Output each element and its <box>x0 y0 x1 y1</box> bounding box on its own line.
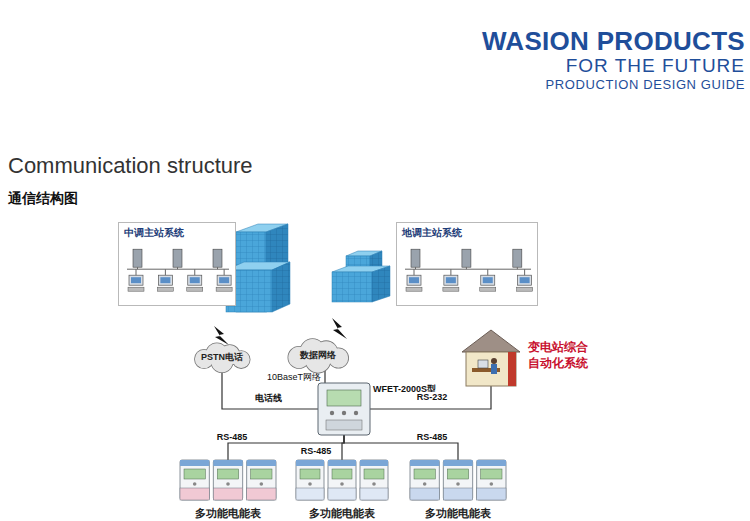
brand-subheading: FOR THE FUTURE <box>566 55 745 77</box>
master-station-panel: 中调主站系统 <box>118 222 236 306</box>
meters-art <box>410 460 506 500</box>
network-cloud: PSTN电话 <box>190 344 254 370</box>
substation-house: 变电站综合自动化系统 <box>458 328 524 386</box>
meters-art <box>180 460 276 500</box>
terminal-device: WFET-2000S型 <box>318 383 370 435</box>
node-text: 多功能电能表 <box>160 506 296 521</box>
network-cloud: 数据网络 <box>284 340 352 370</box>
device-art <box>318 383 370 435</box>
brand-heading: WASION PRODUCTS <box>482 26 745 57</box>
connector-label: RS-485 <box>215 432 250 442</box>
node-text: 中调主站系统 <box>124 226 184 240</box>
connector-label: RS-232 <box>415 392 450 402</box>
meter-group: 多功能电能表 <box>296 460 388 500</box>
connector-label: RS-485 <box>415 432 450 442</box>
house-art <box>458 328 524 386</box>
connector-line <box>324 370 325 383</box>
node-text: PSTN电话 <box>190 344 254 370</box>
brand-tagline: PRODUCTION DESIGN GUIDE <box>546 77 745 92</box>
node-text: 数据网络 <box>284 340 352 370</box>
network-label: 10BaseT网络 <box>267 371 321 384</box>
meter-group: 多功能电能表 <box>180 460 276 500</box>
master-station-panel: 地调主站系统 <box>396 222 538 306</box>
chinese-title: 通信结构图 <box>8 190 78 208</box>
node-text: 多功能电能表 <box>276 506 408 521</box>
meters-art <box>296 460 388 500</box>
connector-label: RS-485 <box>299 446 334 456</box>
connector-label: 电话线 <box>253 392 284 405</box>
building-regional <box>332 251 390 302</box>
node-text: 变电站综合自动化系统 <box>528 340 590 371</box>
node-text: 地调主站系统 <box>402 226 462 240</box>
meter-group: 多功能电能表 <box>410 460 506 500</box>
node-text: 多功能电能表 <box>390 506 526 521</box>
page-title: Communication structure <box>8 153 253 179</box>
